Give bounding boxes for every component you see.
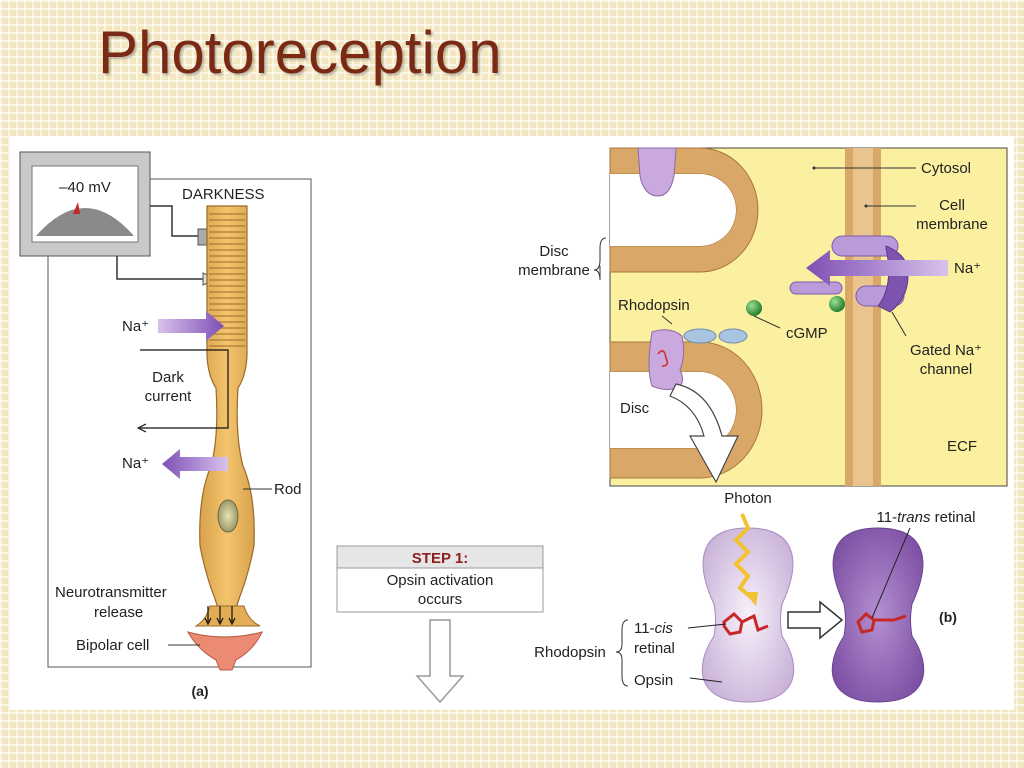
rod-cell — [194, 205, 261, 627]
step-1-box: STEP 1: Opsin activation occurs — [336, 545, 544, 613]
cgmp-leader — [753, 315, 781, 329]
nucleus — [217, 499, 239, 533]
step-heading: STEP 1: — [412, 550, 468, 567]
conversion-arrow-icon — [787, 600, 844, 640]
reference-wire — [116, 256, 210, 280]
cis-retinal-label-1: 11-cis — [634, 620, 673, 637]
rhodopsin-activated — [831, 527, 925, 703]
rhodopsin-inactive — [701, 527, 795, 703]
cell-membrane-label-2: membrane — [916, 216, 988, 233]
gated-channel-label-1: Gated Na⁺ — [910, 342, 982, 359]
disc-membrane-label-1: Disc — [539, 243, 569, 260]
down-arrow-icon — [415, 619, 465, 704]
rod-synaptic-terminal — [194, 605, 261, 627]
slide-title: Photoreception — [98, 19, 502, 86]
trans-retinal-leader — [871, 527, 911, 619]
retinal-icon — [657, 350, 669, 367]
rhodopsin-bottom-label: Rhodopsin — [534, 644, 606, 661]
figure-panel: –40 mV DARKNESS — [10, 136, 1014, 710]
na-in-label: Na⁺ — [122, 318, 149, 335]
cgmp-molecule-2 — [829, 296, 845, 312]
ecf-label: ECF — [947, 438, 977, 455]
gated-channel-leader — [891, 311, 907, 337]
neurotransmitter-label-1: Neurotransmitter — [55, 584, 167, 601]
voltmeter-icon — [19, 151, 151, 257]
electrode-wire — [150, 205, 205, 237]
cgmp-molecule-1 — [746, 300, 762, 316]
disc-membrane-brace — [593, 237, 607, 281]
cis-retinal-icon — [722, 611, 769, 636]
na-influx-channel-arrow — [806, 250, 948, 286]
photon-path-arrow — [669, 383, 739, 484]
trans-retinal-icon — [856, 612, 907, 634]
na-channel-label: Na⁺ — [954, 260, 981, 277]
trans-retinal-label: 11-trans retinal — [877, 509, 976, 526]
dark-current-arrowhead — [136, 423, 147, 433]
disc-label: Disc — [620, 400, 650, 417]
dark-current-label-1: Dark — [152, 369, 184, 386]
upper-disc — [609, 147, 759, 273]
panel-b-caption: (b) — [939, 609, 957, 625]
rod-label: Rod — [274, 481, 302, 498]
disc-membrane-label-2: membrane — [518, 262, 590, 279]
gated-channel-label-2: channel — [920, 361, 973, 378]
dark-current-loop — [140, 349, 229, 429]
na-efflux-arrow — [162, 449, 228, 479]
rhodopsin-leader — [661, 315, 673, 325]
na-out-label: Na⁺ — [122, 455, 149, 472]
voltage-reading: –40 mV — [59, 179, 111, 196]
cytosol-label: Cytosol — [921, 160, 971, 177]
photon-label: Photon — [724, 490, 772, 507]
neurotransmitter-arrows — [204, 606, 236, 626]
panel-a-caption: (a) — [191, 683, 208, 699]
transducin-1 — [683, 328, 717, 344]
panel-a: –40 mV DARKNESS — [19, 151, 312, 699]
neurotransmitter-label-2: release — [94, 604, 143, 621]
rhodopsin-brace — [615, 619, 629, 687]
photon-squiggle-icon — [733, 513, 754, 600]
cgmp-label: cGMP — [786, 325, 828, 342]
cis-retinal-label-2: retinal — [634, 640, 675, 657]
panel-a-frame — [47, 178, 312, 668]
cis-retinal-leader — [687, 623, 727, 629]
opsin-label: Opsin — [634, 672, 673, 689]
step-text-2: occurs — [418, 591, 462, 608]
transducin-2 — [718, 328, 748, 344]
bipolar-cell-label: Bipolar cell — [76, 637, 149, 654]
bipolar-cell — [186, 631, 263, 671]
rhodopsin-top-label: Rhodopsin — [618, 297, 690, 314]
darkness-label: DARKNESS — [182, 186, 265, 203]
rod-discs — [209, 213, 245, 347]
panel-b-rhodopsin: Photon 11-trans retinal 11-cis retinal R… — [534, 490, 976, 703]
panel-b-membrane: Cytosol Cell membrane Disc membrane Na⁺ … — [518, 147, 1008, 487]
rhodopsin-upper — [637, 147, 677, 197]
dark-current-label-2: current — [145, 388, 193, 405]
na-influx-arrow — [158, 311, 224, 341]
opsin-leader — [689, 677, 723, 683]
step-text-1: Opsin activation — [387, 572, 494, 589]
photoreception-figure: –40 mV DARKNESS — [19, 147, 1008, 704]
cell-membrane-label-1: Cell — [939, 197, 965, 214]
